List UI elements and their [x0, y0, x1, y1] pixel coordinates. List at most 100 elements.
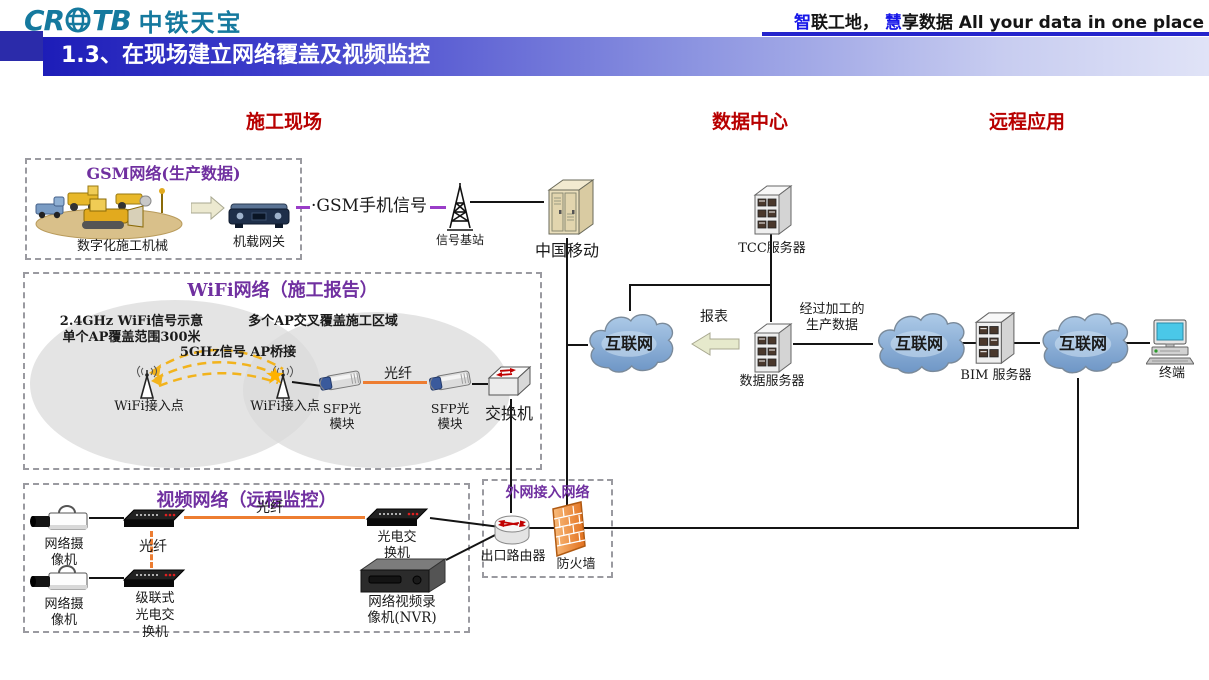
arc-arrowhead	[151, 373, 163, 386]
internet-cloud-icon	[1036, 306, 1130, 380]
cascade-converter-label: 级联式 光电交 换机	[135, 591, 175, 640]
5ghz-bridge-arc	[154, 361, 282, 381]
globe-icon	[65, 7, 91, 33]
titlebar-left-block	[0, 31, 43, 61]
base-station-label: 信号基站	[435, 233, 484, 247]
video-fiber-label: 光纤	[256, 500, 284, 516]
camera2-icon	[29, 563, 91, 597]
bim-server-icon	[972, 308, 1016, 366]
processed-data-label: 经过加工的 生产数据	[799, 302, 865, 333]
5ghz-bridge-arc	[152, 348, 284, 373]
report-label: 报表	[700, 309, 728, 325]
logo-tb-text: TB	[92, 3, 131, 37]
china-mobile-cabinet-icon	[543, 176, 595, 238]
connector	[770, 233, 772, 322]
wifi-network-box	[23, 272, 542, 470]
wifi-note-5ghz: 5GHz信号 AP桥接	[179, 345, 297, 360]
nvr-icon	[355, 554, 447, 594]
connector	[629, 285, 631, 311]
gsm-network-box	[25, 158, 302, 260]
connector	[566, 238, 568, 528]
internet-cloud-icon	[583, 307, 675, 379]
logo-company-text: 中铁天宝	[138, 8, 243, 37]
connector	[470, 201, 544, 203]
slogan-part2: 享数据	[901, 13, 959, 33]
internet-cloud-icon	[870, 306, 968, 380]
construction-machinery-image	[30, 183, 188, 241]
china-mobile-label: 中国移动	[534, 241, 599, 260]
gsm-box-title: GSM网络(生产数据)	[86, 164, 241, 183]
nvr-to-router-line	[445, 530, 504, 561]
media-converter2-icon	[363, 506, 431, 528]
machinery-label: 数字化施工机械	[76, 239, 168, 254]
firewall-icon	[545, 499, 589, 559]
camera1-label: 网络摄 像机	[44, 537, 84, 568]
wifi-ap2-label: WiFi接入点	[250, 399, 320, 414]
camera1-icon	[29, 503, 91, 537]
fiber-line	[363, 381, 427, 384]
router-label: 出口路由器	[480, 549, 546, 564]
data-server-icon	[751, 320, 793, 374]
internet1-label: 互联网	[604, 334, 653, 353]
video-fiber-vertical-label: 光纤	[139, 539, 167, 555]
connector	[510, 527, 1079, 529]
access-box-title: 外网接入网络	[505, 485, 590, 501]
data-server-label: 数据服务器	[739, 374, 805, 389]
arrow-right-icon	[191, 195, 225, 221]
gsm-signal-dash	[296, 206, 310, 209]
5ghz-bridge-arc	[158, 372, 279, 388]
bim-server-label: BIM 服务器	[960, 368, 1032, 383]
bridge-star-icon	[266, 367, 284, 385]
connector	[472, 383, 488, 385]
camera2-label: 网络摄 像机	[44, 597, 84, 628]
converter-to-router-line	[429, 517, 501, 528]
internet3-label: 互联网	[1058, 334, 1107, 353]
router-icon	[492, 510, 532, 548]
terminal-computer-icon	[1146, 318, 1194, 366]
wifi-ap1-label: WiFi接入点	[114, 399, 184, 414]
sfp-module2-icon	[424, 362, 476, 400]
connector	[956, 342, 976, 344]
slogan-zhi: 智	[793, 13, 811, 33]
sfp-module1-label: SFP光 模块	[322, 401, 362, 432]
tcc-server-label: TCC服务器	[738, 241, 806, 256]
video-network-box	[23, 483, 470, 633]
vehicle-gateway-icon	[227, 197, 291, 231]
slogan-part1: 联工地，	[810, 13, 885, 33]
firewall-label: 防火墙	[556, 557, 596, 572]
switch-icon	[486, 362, 532, 400]
fiber-line	[184, 516, 365, 519]
base-station-antenna-icon	[442, 183, 478, 233]
wifi-ap1-icon	[136, 363, 158, 401]
connector	[89, 577, 124, 579]
wifi-note-24ghz: 2.4GHz WiFi信号示意 单个AP覆盖范围300米	[59, 314, 204, 345]
converter-label: 光电交 换机	[377, 530, 417, 561]
media-converter1-icon	[122, 507, 186, 529]
slogan-underline	[762, 32, 1209, 36]
wifi-box-title: WiFi网络（施工报告）	[187, 280, 378, 301]
sfp-module1-icon	[314, 362, 366, 400]
connector	[1014, 342, 1040, 344]
switch-label: 交换机	[484, 404, 533, 423]
wifi-note-multi-ap: 多个AP交叉覆盖施工区域	[248, 314, 398, 329]
connector	[629, 284, 772, 286]
sfp-module2-label: SFP光 模块	[430, 401, 470, 432]
gsm-signal-dash	[430, 206, 446, 209]
slogan: 智联工地， 慧享数据 All your data in one place	[794, 8, 1204, 33]
connector	[1122, 342, 1150, 344]
connector	[793, 343, 873, 345]
gateway-label: 机载网关	[232, 235, 285, 250]
connector	[566, 344, 588, 346]
cascade-converter-icon	[122, 567, 186, 589]
internet2-label: 互联网	[894, 334, 943, 353]
connector	[510, 399, 512, 513]
ap2-to-sfp-line	[291, 381, 323, 387]
gsm-signal-label: ·GSM手机信号	[310, 196, 428, 216]
crtb-logo: CR TB 中铁天宝	[24, 3, 243, 37]
wifi-ap2-icon	[272, 363, 294, 401]
column-header-site: 施工现场	[245, 111, 322, 133]
fiber-dashed-line	[150, 531, 153, 568]
terminal-label: 终端	[1158, 366, 1185, 381]
slogan-hui: 慧	[884, 13, 902, 33]
